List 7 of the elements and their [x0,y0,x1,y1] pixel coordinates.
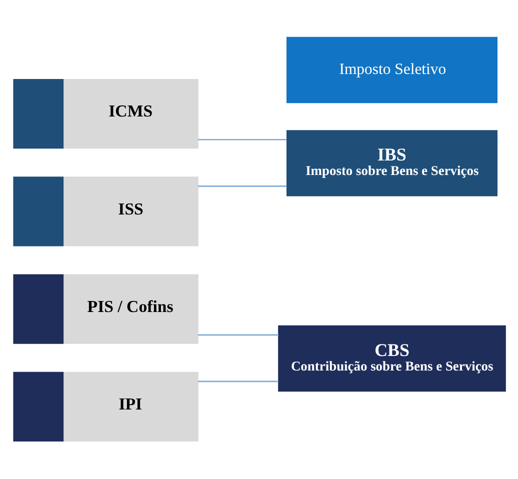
connector [198,138,287,140]
node-box: CBS Contribuição sobre Bens e Serviços [278,325,506,392]
connector [198,186,287,187]
node-box: Imposto Seletivo [286,36,498,104]
node-box: IBS Imposto sobre Bens e Serviços [286,130,498,196]
connector [198,380,279,382]
connector [198,334,279,336]
